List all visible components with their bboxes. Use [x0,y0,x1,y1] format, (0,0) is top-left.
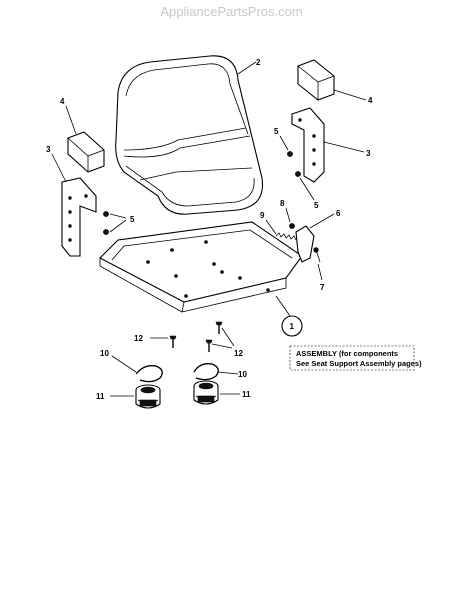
leader-7 [317,263,323,281]
callout-1-circle [281,315,303,337]
leader-5-left-b [109,219,127,233]
leader-12-right-a [221,327,235,347]
leader-6 [309,213,335,229]
screw-right-top [287,151,293,157]
assembly-note-line-2: See Seat Support Assembly pages) [296,359,422,368]
screws-12-right [205,321,223,352]
assembly-note-line-1: ASSEMBLY (for components [296,349,398,358]
callout-2: 2 [256,58,261,67]
leader-9 [265,219,277,235]
leader-10-right [217,371,239,375]
callout-10-right: 10 [238,370,247,379]
assembly-note: ASSEMBLY (for components See Seat Suppor… [289,345,422,371]
leader-2 [237,61,257,75]
armrest-pad-right [297,59,335,101]
leader-4-left [65,105,77,135]
leader-1 [275,295,291,317]
callout-11-left: 11 [96,392,105,401]
leader-12-right-b [211,343,233,349]
screws-left [103,211,109,235]
callout-3-left: 3 [46,145,51,154]
screw-right-bottom [295,171,301,177]
leader-5-right-bottom [299,177,315,201]
clip-right [193,363,219,381]
callout-5-left: 5 [130,215,135,224]
callout-9: 9 [260,211,265,220]
callout-3-right: 3 [366,149,371,158]
callout-5-right-bottom: 5 [314,201,319,210]
armrest-bracket-right [291,107,325,183]
isolator-right [193,380,219,405]
callout-4-left: 4 [60,97,65,106]
leader-5-right-top [279,135,289,151]
leader-10-left [111,355,137,373]
callout-7: 7 [320,283,325,292]
leader-3-right [323,141,365,153]
nut [289,223,295,229]
isolator-left [135,384,161,409]
watermark-text: AppliancePartsPros.com [160,4,303,19]
callout-4-right: 4 [368,96,373,105]
callout-1: 1 [290,322,295,331]
leader-4-right [333,89,367,101]
latch-bracket [295,225,315,263]
seat-support-pan [99,221,303,313]
callout-10-left: 10 [100,349,109,358]
clip-left [135,365,163,383]
seat-cushion [115,55,264,215]
leader-3-left [51,153,67,183]
bolt [313,247,321,263]
armrest-bracket-left [61,177,97,257]
leader-8 [285,207,291,223]
spring [275,232,297,241]
callout-8: 8 [280,199,285,208]
leader-5-left-a [109,213,127,219]
callout-12-right: 12 [234,349,243,358]
callout-5-right-top: 5 [274,127,279,136]
callout-6: 6 [336,209,341,218]
screw-12-left [169,335,177,348]
callout-11-right: 11 [242,390,251,399]
callout-12-left: 12 [134,334,143,343]
armrest-pad-left [67,131,105,173]
